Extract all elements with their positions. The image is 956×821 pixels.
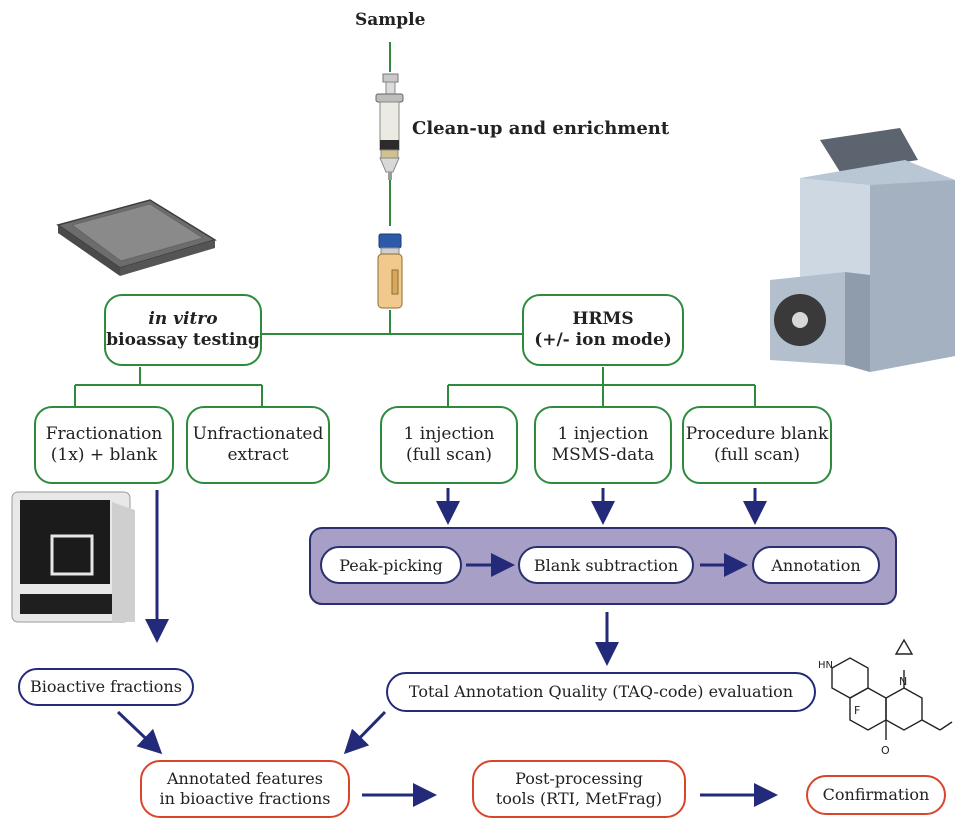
- annotated-features-line2: in bioactive fractions: [159, 789, 331, 808]
- hrms-box: HRMS (+/- ion mode): [522, 294, 684, 366]
- vial-illustration: [377, 233, 403, 309]
- procedure-blank-box: Procedure blank (full scan): [682, 406, 832, 484]
- bioactive-fractions-label: Bioactive fractions: [30, 677, 182, 696]
- post-processing-line1: Post-processing: [515, 769, 643, 788]
- confirmation-label: Confirmation: [822, 785, 930, 804]
- unfractionated-box: Unfractionated extract: [186, 406, 330, 484]
- molecule-o-label: O: [881, 744, 890, 757]
- unfractionated-line1: Unfractionated: [192, 423, 324, 444]
- injection-fullscan-line1: 1 injection: [403, 423, 495, 444]
- flow-arrows: [116, 488, 778, 807]
- injection-fullscan-line2: (full scan): [405, 445, 493, 465]
- bioactive-fractions-box: Bioactive fractions: [18, 668, 194, 706]
- injection-msms-line2: MSMS-data: [551, 445, 655, 465]
- peak-picking-pill: Peak-picking: [320, 546, 462, 584]
- fractionation-line2: (1x) + blank: [50, 445, 158, 465]
- hrms-line1: HRMS: [572, 308, 634, 329]
- hrms-instrument-illustration: [770, 128, 955, 372]
- fractionation-line1: Fractionation: [45, 423, 163, 444]
- fraction-collector-illustration: [11, 491, 135, 623]
- invitro-bioassay-box: in vitro bioassay testing: [104, 294, 262, 366]
- microplate-illustration: [56, 199, 217, 276]
- blank-subtraction-pill: Blank subtraction: [518, 546, 694, 584]
- molecule-n-label: N: [899, 675, 907, 688]
- unfractionated-line2: extract: [227, 445, 289, 465]
- fractionation-box: Fractionation (1x) + blank: [34, 406, 174, 484]
- hrms-line2: (+/- ion mode): [534, 330, 672, 350]
- molecule-f-label: F: [854, 704, 860, 717]
- procedure-blank-line2: (full scan): [713, 445, 801, 465]
- cleanup-label: Clean-up and enrichment: [412, 118, 670, 139]
- molecule-nh-label: HN: [818, 660, 833, 671]
- injection-msms-box: 1 injection MSMS-data: [534, 406, 672, 484]
- injection-msms-line1: 1 injection: [557, 423, 649, 444]
- invitro-line1: in vitro: [148, 308, 218, 329]
- molecule-structure: [831, 638, 953, 740]
- post-processing-line2: tools (RTI, MetFrag): [495, 789, 663, 808]
- annotated-features-line1: Annotated features: [167, 769, 323, 788]
- injection-fullscan-box: 1 injection (full scan): [380, 406, 518, 484]
- confirmation-box: Confirmation: [806, 775, 946, 815]
- annotated-features-box: Annotated features in bioactive fraction…: [140, 760, 350, 818]
- sample-label: Sample: [355, 10, 426, 30]
- invitro-line2: bioassay testing: [106, 330, 260, 350]
- annotation-pill: Annotation: [752, 546, 880, 584]
- taq-evaluation-box: Total Annotation Quality (TAQ-code) eval…: [386, 672, 816, 712]
- post-processing-box: Post-processing tools (RTI, MetFrag): [472, 760, 686, 818]
- syringe-illustration: [375, 73, 404, 180]
- green-connectors: [74, 42, 756, 406]
- taq-evaluation-label: Total Annotation Quality (TAQ-code) eval…: [408, 682, 794, 701]
- procedure-blank-line1: Procedure blank: [685, 423, 829, 444]
